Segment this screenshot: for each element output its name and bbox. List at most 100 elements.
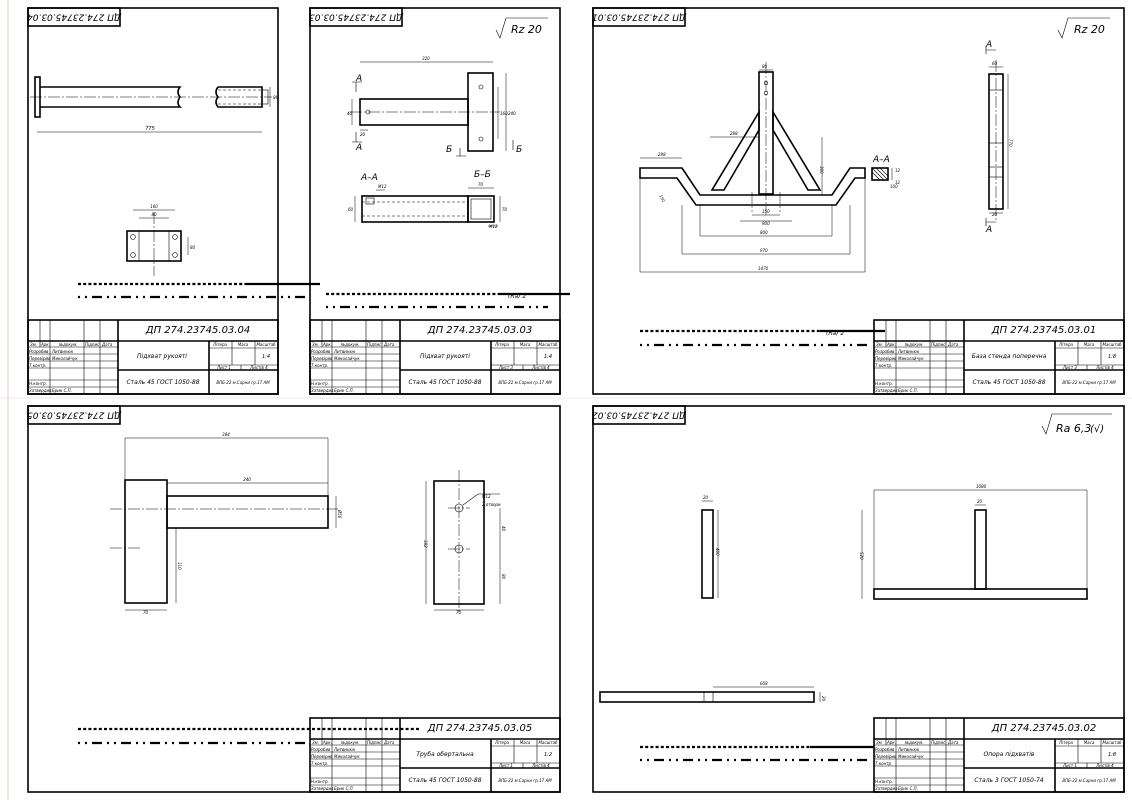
doc-code: ДП 274.23745.03.03	[427, 325, 532, 336]
dim-40: 40	[347, 111, 353, 116]
tb-name: Брик С.П.	[898, 388, 918, 393]
doc-code: ДП 274.23745.03.04	[145, 325, 250, 336]
tb-name: Миколайчук	[334, 356, 360, 361]
scale: 1:8	[1108, 752, 1116, 758]
dim-608: 608	[760, 681, 768, 686]
dim-900-mid: 900	[762, 221, 770, 226]
tb-name: Брик С.П.	[52, 388, 72, 393]
part-view-plate: 160 80 80	[126, 204, 196, 276]
dim-150-mid: 150	[762, 209, 770, 214]
sheet-frame	[592, 405, 1125, 793]
tb-header: Масштаб	[256, 342, 276, 347]
scale: 1:2	[544, 752, 552, 758]
corner-code-box	[592, 405, 686, 425]
material: Сталь 45 ГОСТ 1050-88	[408, 777, 481, 784]
dim-70: 70	[478, 182, 484, 187]
sheet-03-02: ДП 274.23745.03.02 Ra 6,3 (√) 20 400 108…	[592, 405, 1125, 793]
bolt-hole	[172, 234, 178, 240]
part-view-top: 320 40 160 240 20 А А Б Б	[347, 56, 522, 157]
section-marker	[985, 218, 996, 226]
sheet-frame	[309, 7, 561, 395]
tb-header: Літера	[494, 740, 509, 745]
sheet-total: Листів 4	[1095, 365, 1114, 370]
tb-header: Підпис	[85, 342, 100, 347]
bolt-hole	[478, 136, 484, 142]
tb-row-label: Затвердив	[311, 388, 334, 393]
title-block: ДП 274.23745.03.03 Підхват рукояті Сталь…	[309, 319, 561, 395]
tb-header: Зм.	[876, 740, 883, 745]
part-view-t-support: 1080 20 520	[859, 484, 1088, 600]
corner-code: ДП 274.23745.03.03	[309, 12, 404, 22]
bolt-hole	[130, 252, 136, 258]
title-block: ДП 274.23745.03.04 Підхват рукояті Сталь…	[27, 319, 279, 395]
part-view-side: 60 770 20 А А	[985, 40, 1013, 235]
section-marker	[456, 148, 466, 157]
dim-20: 20	[992, 212, 998, 217]
tb-header: Зм.	[30, 342, 37, 347]
dim-800: 800	[760, 230, 768, 235]
tb-row-label: Н.контр.	[311, 779, 329, 784]
scale: 1:4	[262, 354, 270, 360]
title-frame	[309, 717, 561, 793]
tube-section	[467, 195, 495, 223]
base-beam	[639, 167, 866, 206]
dim-70: 70	[143, 610, 149, 615]
section-marker	[352, 132, 362, 143]
brace-right	[772, 109, 822, 191]
corner-code-box	[592, 7, 686, 27]
part-view-sections: А–А Б–Б М12 60 70 70 М12	[348, 170, 508, 229]
tb-header: Зм.	[312, 740, 319, 745]
title-block: ДП 274.23745.03.05 Труба обертальна Стал…	[309, 717, 561, 793]
tb-name: Брик С.П.	[334, 786, 354, 791]
scale: 1:4	[544, 354, 552, 360]
tb-header: Арк.	[886, 342, 896, 347]
tb-header: Літера	[1058, 342, 1073, 347]
material: Сталь 45 ГОСТ 1050-88	[126, 379, 199, 386]
brace-left	[710, 109, 760, 191]
bolt-hole	[130, 234, 136, 240]
doc-code: ДП 274.23745.03.01	[991, 325, 1096, 336]
bolt-hole	[478, 84, 484, 90]
tb-header: Зм.	[312, 342, 319, 347]
part-name: Підхват рукояті	[420, 353, 470, 360]
tb-header: Дата	[947, 342, 959, 347]
tube	[166, 495, 329, 529]
tb-row-label: Т.контр.	[875, 761, 892, 766]
tb-row-label: Т.контр.	[311, 761, 328, 766]
section-letter: А	[355, 74, 362, 84]
sheet-number: Лист 3	[1062, 365, 1077, 370]
tb-row-label: Розробив	[311, 747, 331, 752]
tb-header: Масштаб	[1102, 342, 1122, 347]
tb-row-label: Затвердив	[875, 786, 898, 791]
dim-240: 240	[508, 111, 516, 116]
sheet-03-04: ДП 274.23745.03.04 775 86 160	[27, 7, 320, 395]
doc-code: ДП 274.23745.03.02	[991, 723, 1096, 734]
tb-header: Арк.	[322, 740, 332, 745]
section-letter: А	[985, 225, 992, 235]
tb-header: Маса	[1084, 342, 1095, 347]
sheet-03-03: ДП 274.23745.03.03 Rz 20 320 40 160 240 …	[309, 7, 570, 395]
dim-86: 86	[273, 95, 279, 100]
tb-header: Дата	[947, 740, 959, 745]
section-title: Б–Б	[474, 170, 491, 180]
dim-80: 80	[151, 212, 157, 217]
tb-header: Маса	[1084, 740, 1095, 745]
part-name: Підхват рукояті	[137, 353, 187, 360]
scale: 1:8	[1108, 354, 1116, 360]
part-view-main: 775 86	[30, 76, 279, 133]
section-letter: Б	[446, 145, 452, 155]
dim-160: 160	[500, 111, 508, 116]
section-marker	[985, 46, 996, 54]
dim-m12-b: М12	[489, 224, 498, 229]
doc-code: ДП 274.23745.03.05	[427, 723, 532, 734]
sheet-03-01: ДП 274.23745.03.01 Rz 20 80 288 288 150 …	[592, 7, 1125, 395]
dim-20: 20	[703, 495, 709, 500]
sheet-number: Лист 1	[498, 763, 513, 768]
tb-row-label: Н.контр.	[311, 381, 329, 386]
title-frame	[873, 319, 1125, 395]
roughness-sign	[1057, 17, 1110, 39]
tb-name: Литвинюк	[897, 747, 920, 752]
dim-20-top: 20	[977, 499, 983, 504]
part-name: База стенда поперечна	[972, 353, 1047, 360]
tb-row-label: Т.контр.	[875, 363, 892, 368]
